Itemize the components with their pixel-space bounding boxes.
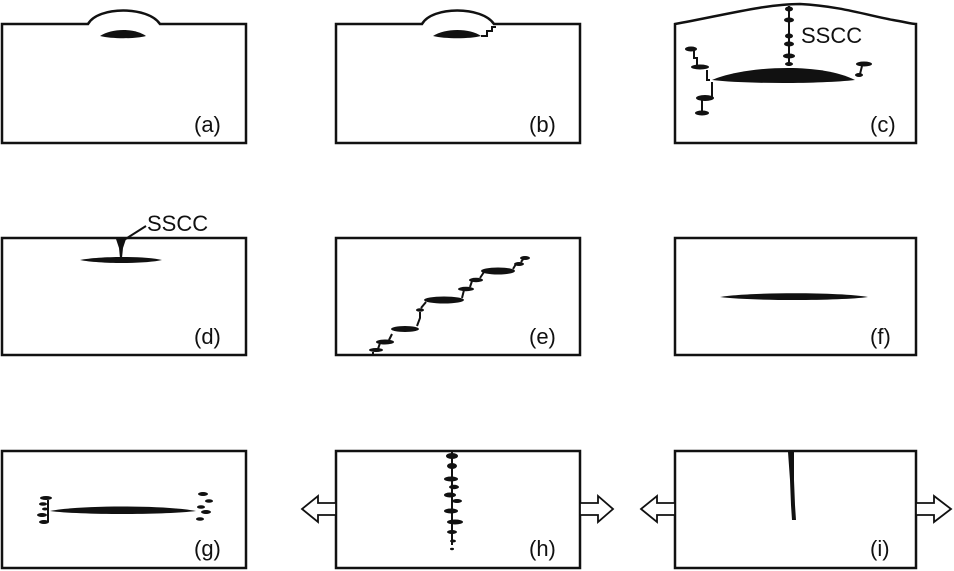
panel-d-sscc-crack — [116, 239, 126, 258]
panel-e-box — [334, 236, 582, 357]
panel-e-label: (e) — [529, 324, 556, 349]
panel-h-stress-arrow-right — [579, 494, 615, 524]
panel-g-crack — [50, 506, 196, 514]
panel-a-box — [0, 9, 248, 145]
panel-g-tip-damage-left — [37, 496, 52, 524]
panel-c-stepwise-crack-left — [685, 46, 714, 116]
panel-c-sscc-crack — [783, 6, 795, 66]
panel-b-crack — [481, 26, 496, 37]
panel-g-tip-damage-right — [196, 492, 213, 521]
panel-e: (e) — [334, 236, 582, 357]
panel-c-small-void-right — [855, 61, 872, 77]
panel-c-label: (c) — [870, 112, 896, 137]
panel-h-label: (h) — [529, 536, 556, 561]
panel-i-stress-arrow-right — [915, 494, 953, 524]
panel-i-stress-arrow-left — [639, 494, 676, 524]
panel-a: (a) — [0, 9, 248, 145]
panel-h-sohic-crack — [444, 452, 463, 551]
panel-c-annotation: SSCC — [801, 23, 862, 48]
panel-d-label: (d) — [194, 324, 221, 349]
panel-b-blister-void — [433, 30, 481, 39]
panel-g: (g) — [0, 449, 248, 570]
panel-a-label: (a) — [194, 112, 221, 137]
panel-i-box — [673, 449, 918, 570]
panel-i-label: (i) — [870, 536, 890, 561]
panel-b: (b) — [334, 9, 582, 145]
panel-g-label: (g) — [194, 536, 221, 561]
panel-d-void — [80, 257, 162, 263]
panel-b-box — [334, 9, 582, 145]
panel-a-blister-void — [100, 30, 146, 39]
panel-d-leader-line — [123, 225, 147, 241]
panel-c: SSCC (c) — [673, 2, 918, 145]
panel-h: (h) — [300, 449, 615, 570]
panel-d-annotation: SSCC — [147, 211, 208, 236]
panel-c-main-void — [712, 67, 855, 83]
panel-b-label: (b) — [529, 112, 556, 137]
panel-f-laminar-crack — [720, 293, 868, 300]
panel-e-stepwise-crack — [369, 256, 530, 356]
panel-i-sscc-crack — [788, 452, 796, 520]
panel-f-label: (f) — [870, 324, 891, 349]
panel-i: (i) — [639, 449, 953, 570]
panel-f: (f) — [673, 236, 918, 357]
panel-d: SSCC (d) — [0, 211, 248, 357]
panel-h-stress-arrow-left — [300, 494, 337, 524]
